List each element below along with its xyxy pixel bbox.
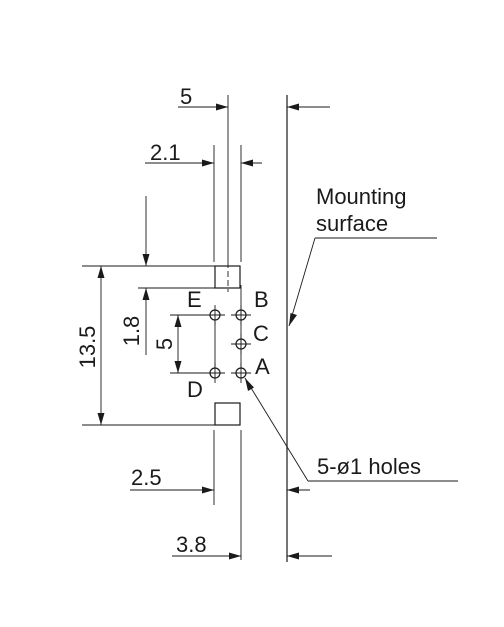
pin-label-a: A bbox=[255, 354, 270, 379]
lower-square-pad bbox=[214, 402, 241, 426]
dimension-3-8-label: 3.8 bbox=[176, 532, 207, 557]
dimension-13-5-label: 13.5 bbox=[75, 326, 100, 369]
dimension-1-8-label: 1.8 bbox=[119, 316, 144, 347]
mounting-surface-note-line1: Mounting bbox=[316, 184, 407, 209]
dimension-13-5 bbox=[97, 266, 105, 425]
pin-label-c: C bbox=[253, 321, 269, 346]
dimension-2-5-label: 2.5 bbox=[131, 465, 162, 490]
upper-square-pad bbox=[214, 265, 241, 289]
dimension-5-top bbox=[178, 103, 330, 111]
dimension-1-8 bbox=[142, 196, 150, 355]
pin-label-b: B bbox=[254, 287, 269, 312]
dimension-5-side-label: 5 bbox=[152, 338, 177, 350]
holes-leader bbox=[244, 377, 458, 482]
holes-note: 5-ø1 holes bbox=[317, 454, 421, 479]
pin-label-e: E bbox=[187, 287, 202, 312]
mounting-surface-note-line2: surface bbox=[316, 211, 388, 236]
dimension-5-side bbox=[174, 315, 182, 373]
dimension-5-top-label: 5 bbox=[180, 84, 192, 109]
mounting-surface-leader bbox=[288, 237, 437, 327]
dimension-2-5 bbox=[130, 486, 310, 494]
dimension-2-1 bbox=[145, 159, 262, 167]
dimension-3-8 bbox=[172, 552, 332, 560]
dimension-2-1-label: 2.1 bbox=[150, 140, 181, 165]
pin-label-d: D bbox=[187, 377, 203, 402]
